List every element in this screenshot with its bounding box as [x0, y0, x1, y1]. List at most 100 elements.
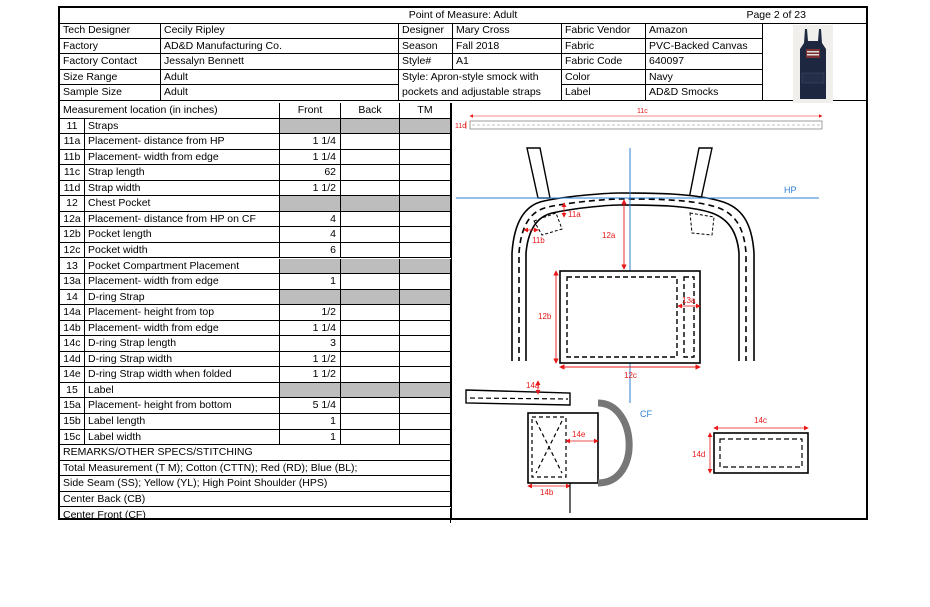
- row-front-value: 1 1/2: [280, 367, 341, 383]
- row-description: Pocket width: [85, 242, 280, 259]
- row-description: Placement- distance from HP: [85, 134, 280, 150]
- row-tm-value: [400, 211, 451, 228]
- row-front-value: 1 1/4: [280, 149, 341, 166]
- row-description: Label length: [85, 414, 280, 430]
- info-value: 640097: [646, 54, 763, 70]
- row-front-value: 4: [280, 227, 341, 243]
- row-tm-value: [400, 196, 451, 212]
- row-tm-value: [400, 165, 451, 181]
- row-front-value: 5 1/4: [280, 398, 341, 414]
- row-code: 12: [60, 196, 85, 212]
- row-front-value: 1: [280, 429, 341, 446]
- row-back-value: [341, 367, 400, 383]
- table-header-front: Front: [280, 103, 341, 119]
- info-value: AD&D Manufacturing Co.: [161, 38, 399, 55]
- info-value: AD&D Smocks: [646, 85, 763, 101]
- row-code: 11a: [60, 134, 85, 150]
- row-tm-value: [400, 336, 451, 352]
- label-14b: 14b: [540, 488, 554, 497]
- row-tm-value: [400, 149, 451, 166]
- label-13a: 13a: [682, 296, 696, 305]
- row-tm-value: [400, 305, 451, 321]
- row-code: 12c: [60, 242, 85, 259]
- row-front-value: 3: [280, 336, 341, 352]
- info-label: Factory Contact: [60, 54, 161, 70]
- info-value: Adult: [161, 85, 399, 101]
- spec-sheet: Point of Measure: Adult Page 2 of 23 Tec…: [58, 6, 868, 524]
- table-header-location: Measurement location (in inches): [60, 103, 280, 119]
- title-bar: Point of Measure: Adult Page 2 of 23: [60, 8, 866, 24]
- label-12a: 12a: [602, 231, 616, 240]
- label-11a: 11a: [568, 210, 581, 219]
- info-label: Tech Designer: [60, 23, 161, 39]
- row-code: 15c: [60, 429, 85, 446]
- row-front-value: 1/2: [280, 305, 341, 321]
- row-code: 15b: [60, 414, 85, 430]
- page-title: Point of Measure: Adult: [408, 9, 518, 21]
- info-value: Adult: [161, 69, 399, 86]
- label-12b: 12b: [538, 312, 552, 321]
- info-label: Fabric: [562, 38, 646, 55]
- label-14c: 14c: [754, 416, 767, 425]
- row-back-value: [341, 429, 400, 446]
- info-value: Fall 2018: [453, 38, 562, 55]
- row-back-value: [341, 320, 400, 337]
- info-value: A1: [453, 54, 562, 70]
- row-front-value: [280, 258, 341, 275]
- row-code: 11c: [60, 165, 85, 181]
- info-label: Designer: [399, 23, 453, 39]
- row-front-value: 6: [280, 242, 341, 259]
- row-code: 14d: [60, 351, 85, 368]
- row-back-value: [341, 211, 400, 228]
- row-tm-value: [400, 367, 451, 383]
- row-tm-value: [400, 134, 451, 150]
- row-code: 14b: [60, 320, 85, 337]
- table-header-back: Back: [341, 103, 400, 119]
- row-description: Pocket Compartment Placement: [85, 258, 280, 275]
- row-description: D-ring Strap width when folded: [85, 367, 280, 383]
- label-11d: 11d: [455, 123, 466, 130]
- row-front-value: [280, 289, 341, 306]
- row-description: Label width: [85, 429, 280, 446]
- row-front-value: [280, 382, 341, 399]
- info-label: Factory: [60, 38, 161, 55]
- info-label: Fabric Vendor: [562, 23, 646, 39]
- row-back-value: [341, 180, 400, 197]
- info-value: PVC-Backed Canvas: [646, 38, 763, 55]
- row-code: 13a: [60, 274, 85, 290]
- row-tm-value: [400, 429, 451, 446]
- label-11b: 11b: [532, 236, 545, 245]
- row-tm-value: [400, 398, 451, 414]
- row-front-value: 1: [280, 414, 341, 430]
- remarks-line: Center Back (CB): [60, 491, 451, 508]
- row-description: Placement- height from top: [85, 305, 280, 321]
- row-code: 11b: [60, 149, 85, 166]
- row-description: Placement- width from edge: [85, 320, 280, 337]
- row-back-value: [341, 414, 400, 430]
- info-value: Amazon: [646, 23, 763, 39]
- row-front-value: 1 1/2: [280, 351, 341, 368]
- row-back-value: [341, 149, 400, 166]
- label-14d: 14d: [692, 450, 705, 459]
- row-description: Pocket length: [85, 227, 280, 243]
- row-tm-value: [400, 180, 451, 197]
- row-tm-value: [400, 289, 451, 306]
- row-back-value: [341, 118, 400, 135]
- row-front-value: 4: [280, 211, 341, 228]
- row-back-value: [341, 274, 400, 290]
- info-label: Size Range: [60, 69, 161, 86]
- remarks-line: Total Measurement (T M); Cotton (CTTN); …: [60, 460, 451, 477]
- row-back-value: [341, 398, 400, 414]
- row-back-value: [341, 289, 400, 306]
- row-code: 14e: [60, 367, 85, 383]
- row-back-value: [341, 134, 400, 150]
- remarks-line: Side Seam (SS); Yellow (YL); High Point …: [60, 476, 451, 492]
- row-back-value: [341, 351, 400, 368]
- row-back-value: [341, 305, 400, 321]
- info-label: Label: [562, 85, 646, 101]
- remarks-heading: REMARKS/OTHER SPECS/STITCHING: [60, 445, 451, 461]
- row-front-value: [280, 118, 341, 135]
- row-code: 14c: [60, 336, 85, 352]
- remarks-line: Center Front (CF): [60, 507, 451, 524]
- info-label: Season: [399, 38, 453, 55]
